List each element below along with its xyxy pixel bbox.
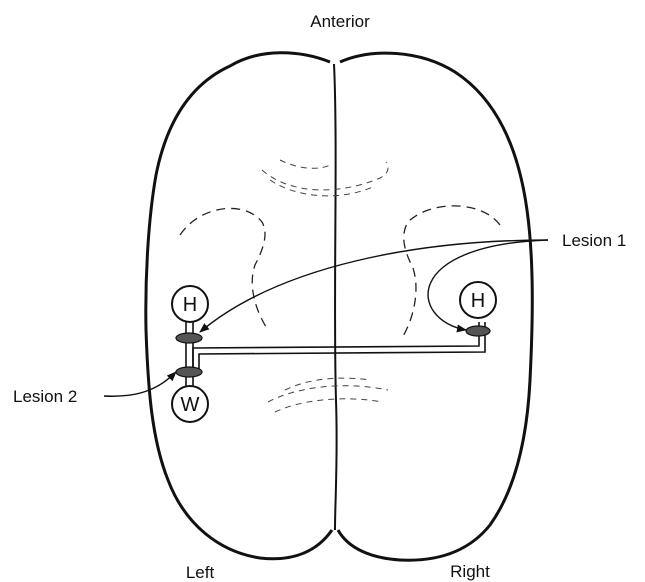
node-right-h-label: H	[471, 290, 485, 312]
lesion-1-arrows	[200, 240, 548, 332]
label-left: Left	[186, 563, 215, 582]
lesion-2-arrow	[104, 372, 176, 396]
node-right-h: H	[460, 282, 496, 318]
internal-structures	[180, 160, 500, 412]
label-lesion-2: Lesion 2	[13, 387, 77, 406]
lesion-marker-left-lower	[176, 367, 202, 377]
label-lesion-1: Lesion 1	[562, 231, 626, 250]
lesion-marker-left-upper	[176, 333, 202, 343]
right-hemisphere-outline	[338, 53, 532, 560]
node-left-h-label: H	[183, 294, 197, 316]
label-right: Right	[450, 562, 490, 581]
node-left-w: W	[172, 386, 208, 422]
lesion-marker-right	[466, 326, 490, 336]
node-left-h: H	[172, 286, 208, 322]
node-left-w-label: W	[181, 394, 200, 416]
label-anterior: Anterior	[310, 12, 370, 31]
central-fissure	[334, 64, 337, 530]
